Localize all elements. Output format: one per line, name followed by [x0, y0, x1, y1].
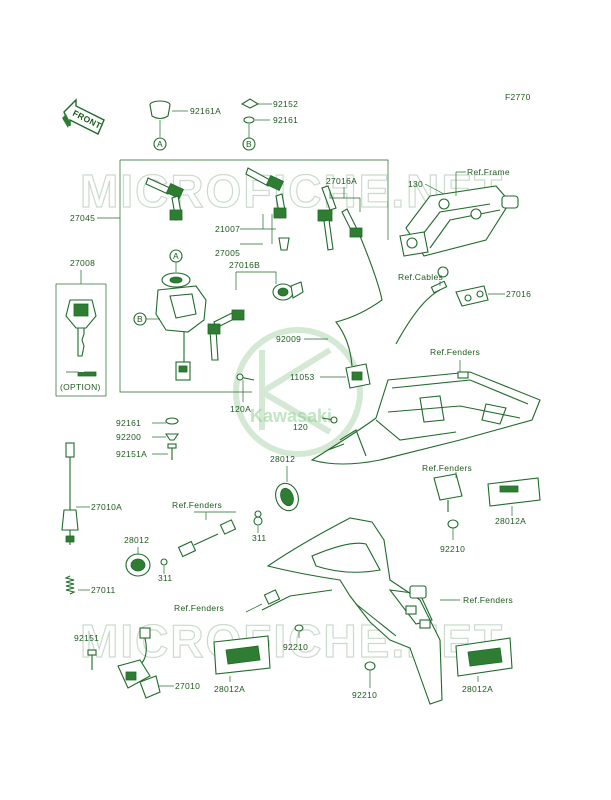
latch-cable[interactable] [335, 235, 383, 367]
label-130[interactable]: 130 [408, 179, 423, 189]
front-arrow-icon: FRONT [62, 98, 105, 135]
reflector-bracket-right[interactable] [433, 473, 463, 512]
label-92210-b: 92210 [283, 642, 308, 652]
label-92161A: 92161A [190, 106, 221, 116]
keys-group-mid[interactable] [207, 309, 245, 361]
wiring-27010A[interactable] [61, 442, 79, 545]
label-ref-fenders-1[interactable]: Ref.Fenders [430, 347, 480, 357]
label-28012A-right: 28012A [495, 516, 526, 526]
part-92152-92161[interactable]: 92152 92161 B [240, 98, 298, 151]
switch-27010[interactable] [117, 627, 161, 699]
nut-92210-c[interactable] [364, 661, 376, 671]
label-92200: 92200 [116, 432, 141, 442]
bulb-socket-mid[interactable] [219, 510, 263, 535]
part-21007[interactable]: 21007 [215, 214, 290, 251]
label-ref-cables[interactable]: Ref.Cables [398, 272, 443, 282]
part-11053[interactable] [345, 363, 371, 389]
label-92151: 92151 [74, 633, 99, 643]
reflector-28012-top[interactable] [272, 480, 302, 514]
label-92161-mid: 92161 [116, 418, 141, 428]
option-label: (OPTION) [60, 382, 101, 392]
label-ref-fenders-5[interactable]: Ref.Fenders [463, 595, 513, 605]
keys-group-top[interactable] [145, 167, 363, 251]
reflector-28012A-bottom-right[interactable] [455, 637, 513, 677]
bulb-socket-left[interactable] [160, 533, 219, 566]
label-ref-fenders-3[interactable]: Ref.Fenders [174, 603, 224, 613]
label-92152: 92152 [273, 99, 298, 109]
frame-bracket[interactable] [399, 185, 519, 278]
label-ref-fenders-2[interactable]: Ref.Fenders [172, 500, 222, 510]
label-92210-c: 92210 [352, 690, 377, 700]
label-27011: 27011 [91, 585, 116, 595]
label-92009[interactable]: 92009 [276, 334, 301, 344]
ignition-switch-assembly[interactable] [155, 272, 207, 381]
seat-lock-cable[interactable] [395, 280, 489, 345]
nut-92210-b[interactable] [294, 624, 304, 632]
label-27016A[interactable]: 27016A [326, 176, 357, 186]
label-28012A-bottom-left: 28012A [214, 684, 245, 694]
label-92161-top: 92161 [273, 115, 298, 125]
label-11053: 11053 [290, 372, 315, 382]
label-120A: 120A [230, 404, 251, 414]
label-27010A: 27010A [91, 502, 122, 512]
label-27016[interactable]: 27016 [506, 289, 531, 299]
bolt-120A[interactable] [236, 373, 255, 381]
screw-92151[interactable] [87, 649, 97, 670]
callout-b-top: B [246, 139, 252, 149]
seat-lock-27016B[interactable] [235, 271, 304, 301]
reflector-28012A-bottom-left[interactable] [213, 635, 271, 675]
kawasaki-logo-watermark: Kawasaki [233, 327, 363, 457]
fastener-stack-left[interactable] [164, 417, 180, 460]
figure-code: F2770 [505, 92, 531, 102]
label-28012-top: 28012 [270, 454, 295, 464]
reflector-28012A-right[interactable] [487, 477, 541, 507]
label-27005[interactable]: 27005 [215, 248, 240, 258]
label-28012-left: 28012 [124, 535, 149, 545]
label-27010: 27010 [175, 681, 200, 691]
reflector-28012-left[interactable] [125, 553, 151, 577]
nut-92210-a[interactable] [447, 519, 459, 529]
label-311-a: 311 [158, 573, 172, 583]
callout-a-top: A [157, 139, 163, 149]
option-box [55, 283, 107, 397]
callout-b-mid: B [137, 314, 143, 324]
label-27016B[interactable]: 27016B [229, 260, 260, 270]
label-27045[interactable]: 27045 [70, 213, 95, 223]
bolt-120[interactable] [321, 416, 338, 424]
callout-a-mid: A [173, 251, 179, 261]
label-311-b: 311 [252, 533, 266, 543]
license-plate-bracket[interactable] [261, 517, 443, 705]
watermark-brand: Kawasaki [250, 406, 332, 426]
label-92151A: 92151A [116, 449, 147, 459]
label-28012A-bottom-right: 28012A [462, 684, 493, 694]
spring-27011[interactable] [64, 575, 76, 595]
part-92161A[interactable]: 92161A A [149, 100, 221, 151]
label-ref-fenders-4[interactable]: Ref.Fenders [422, 463, 472, 473]
label-27008[interactable]: 27008 [70, 258, 95, 268]
rear-fender-tray[interactable] [310, 371, 541, 465]
option-key-27008[interactable] [65, 299, 97, 357]
label-120: 120 [293, 422, 308, 432]
label-ref-frame[interactable]: Ref.Frame [467, 167, 510, 177]
bracket-27045 [119, 159, 389, 393]
label-21007: 21007 [215, 224, 240, 234]
label-92210-a: 92210 [440, 544, 465, 554]
